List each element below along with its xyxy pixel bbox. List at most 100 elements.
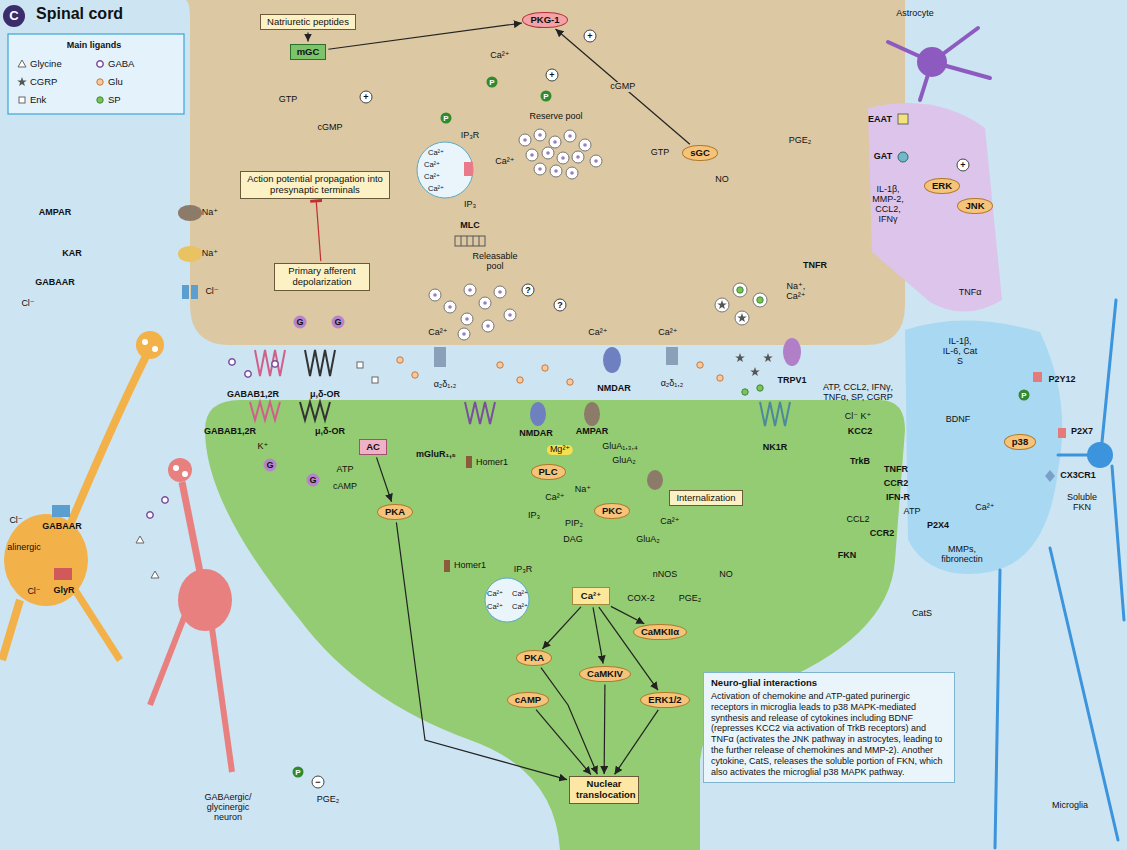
vesicle <box>715 298 729 312</box>
label-text: cGMP <box>317 123 342 133</box>
glu-symbol <box>497 362 503 368</box>
sp-symbol <box>97 97 103 103</box>
microglia-branch <box>1112 466 1124 620</box>
label-text: Cl⁻ K⁺ <box>845 412 872 422</box>
label-text: Ca²⁺ <box>512 590 528 598</box>
microglia-branch <box>995 570 1000 848</box>
neuron-body <box>178 569 232 631</box>
gpcr-icon <box>250 402 280 420</box>
sp-symbol <box>742 389 748 395</box>
label-text: mGluR₁,₅ <box>416 450 456 460</box>
vesicle <box>494 286 506 298</box>
label-text: ATP <box>904 507 921 517</box>
label-text: Ca²⁺ <box>495 157 514 167</box>
node-text: ERK <box>932 181 952 192</box>
phospho-badge: P <box>487 77 498 88</box>
receptor-icon <box>1045 470 1055 482</box>
trpv1-channel <box>783 338 801 366</box>
node-text: Action potential propagation into presyn… <box>247 174 383 196</box>
diagram-title: Spinal cord <box>36 5 123 23</box>
arrow-connector <box>615 710 659 775</box>
microglia-branch <box>1102 300 1116 442</box>
vesicle <box>464 284 476 296</box>
label-text: μ,δ-OR <box>310 390 340 400</box>
node-text: CaMKIIα <box>641 627 679 638</box>
inhibition-connector <box>316 201 321 261</box>
label-text: GTP <box>651 148 670 158</box>
receptor-box: mGC <box>290 44 327 61</box>
phospho-badge: P <box>541 91 552 102</box>
label-text: DAG <box>563 535 583 545</box>
mlc-ladder <box>461 236 479 246</box>
label-text: Ca²⁺ <box>428 185 444 193</box>
neuron-terminal <box>136 331 164 359</box>
cgrp-symbol <box>717 300 727 309</box>
calcium-store <box>417 142 473 198</box>
label-text: Astrocyte <box>896 9 934 19</box>
glycine-receptor <box>54 568 72 580</box>
panel-badge <box>3 5 25 27</box>
label-text: TNFα <box>959 288 982 298</box>
phospho-badge: P <box>293 767 304 778</box>
cgrp-symbol <box>763 353 773 362</box>
legend-text: SP <box>108 95 121 105</box>
glu-symbol <box>717 375 723 381</box>
node-text: PKC <box>602 506 622 517</box>
label-text: CatS <box>912 609 932 619</box>
legend-box <box>8 34 184 114</box>
receptor-icon <box>1033 372 1042 382</box>
vesicle <box>458 328 470 340</box>
vesicle <box>564 130 576 142</box>
kainate-receptor <box>178 246 202 262</box>
label-text: GluA₂ <box>612 456 636 466</box>
cleft-ligands <box>136 353 773 578</box>
gaba-symbol <box>245 371 251 377</box>
sp-symbol <box>737 287 743 293</box>
glu-symbol <box>567 379 573 385</box>
label-text: Ca²⁺ <box>487 590 503 598</box>
gabaa-receptor <box>182 285 189 299</box>
label-text: Microglia <box>1052 801 1088 811</box>
legend-text: GABA <box>108 59 134 69</box>
sp-symbol <box>757 385 763 391</box>
label-text: μ,δ-OR <box>315 427 345 437</box>
vesicle <box>557 152 569 164</box>
sign-badge: ? <box>554 299 567 312</box>
node-text: ERK1/2 <box>648 695 681 706</box>
arrow-connector <box>328 23 521 49</box>
vesicle <box>526 149 538 161</box>
label-text: IL-1β, MMP-2, CCL2, IFNγ <box>868 185 908 225</box>
label-text: CX3CR1 <box>1060 471 1096 481</box>
vesicle <box>550 165 562 177</box>
gpcr-icon <box>465 402 495 424</box>
node-text: Neuro-glial interactions <box>711 678 947 689</box>
enk-symbol <box>372 377 378 383</box>
glu-symbol <box>97 79 103 85</box>
microglia-body <box>1087 442 1113 468</box>
vesicle <box>534 129 546 141</box>
node-text: mGC <box>297 47 320 58</box>
label-text: Ca²⁺ <box>658 328 677 338</box>
sign-badge: + <box>360 91 373 104</box>
node-text: AC <box>366 442 380 453</box>
glycine-symbol <box>136 536 144 543</box>
label-text: Cl⁻ <box>21 299 34 309</box>
label-text: PGE₂ <box>789 136 812 146</box>
label-text: Main ligands <box>67 41 122 51</box>
arrow-connector <box>611 606 644 623</box>
label-text: IL-1β, IL-6, Cat S <box>942 337 978 367</box>
label-text: EAAT <box>868 115 892 125</box>
gpcr-icon <box>305 350 335 376</box>
calcium-channel <box>434 347 446 367</box>
label-text: K⁺ <box>258 442 269 452</box>
node-text: Nuclear translocation <box>576 779 632 801</box>
nmda-receptor <box>530 402 546 426</box>
ampa-receptor <box>584 402 600 426</box>
pathway-box: Natriuretic peptides <box>260 14 356 31</box>
g-protein-badge: G <box>264 459 277 472</box>
peptide-vesicles <box>715 283 767 325</box>
label-text: GAT <box>874 152 892 162</box>
arrow-connector <box>542 607 580 649</box>
enzyme-oval: sGC <box>682 145 718 162</box>
